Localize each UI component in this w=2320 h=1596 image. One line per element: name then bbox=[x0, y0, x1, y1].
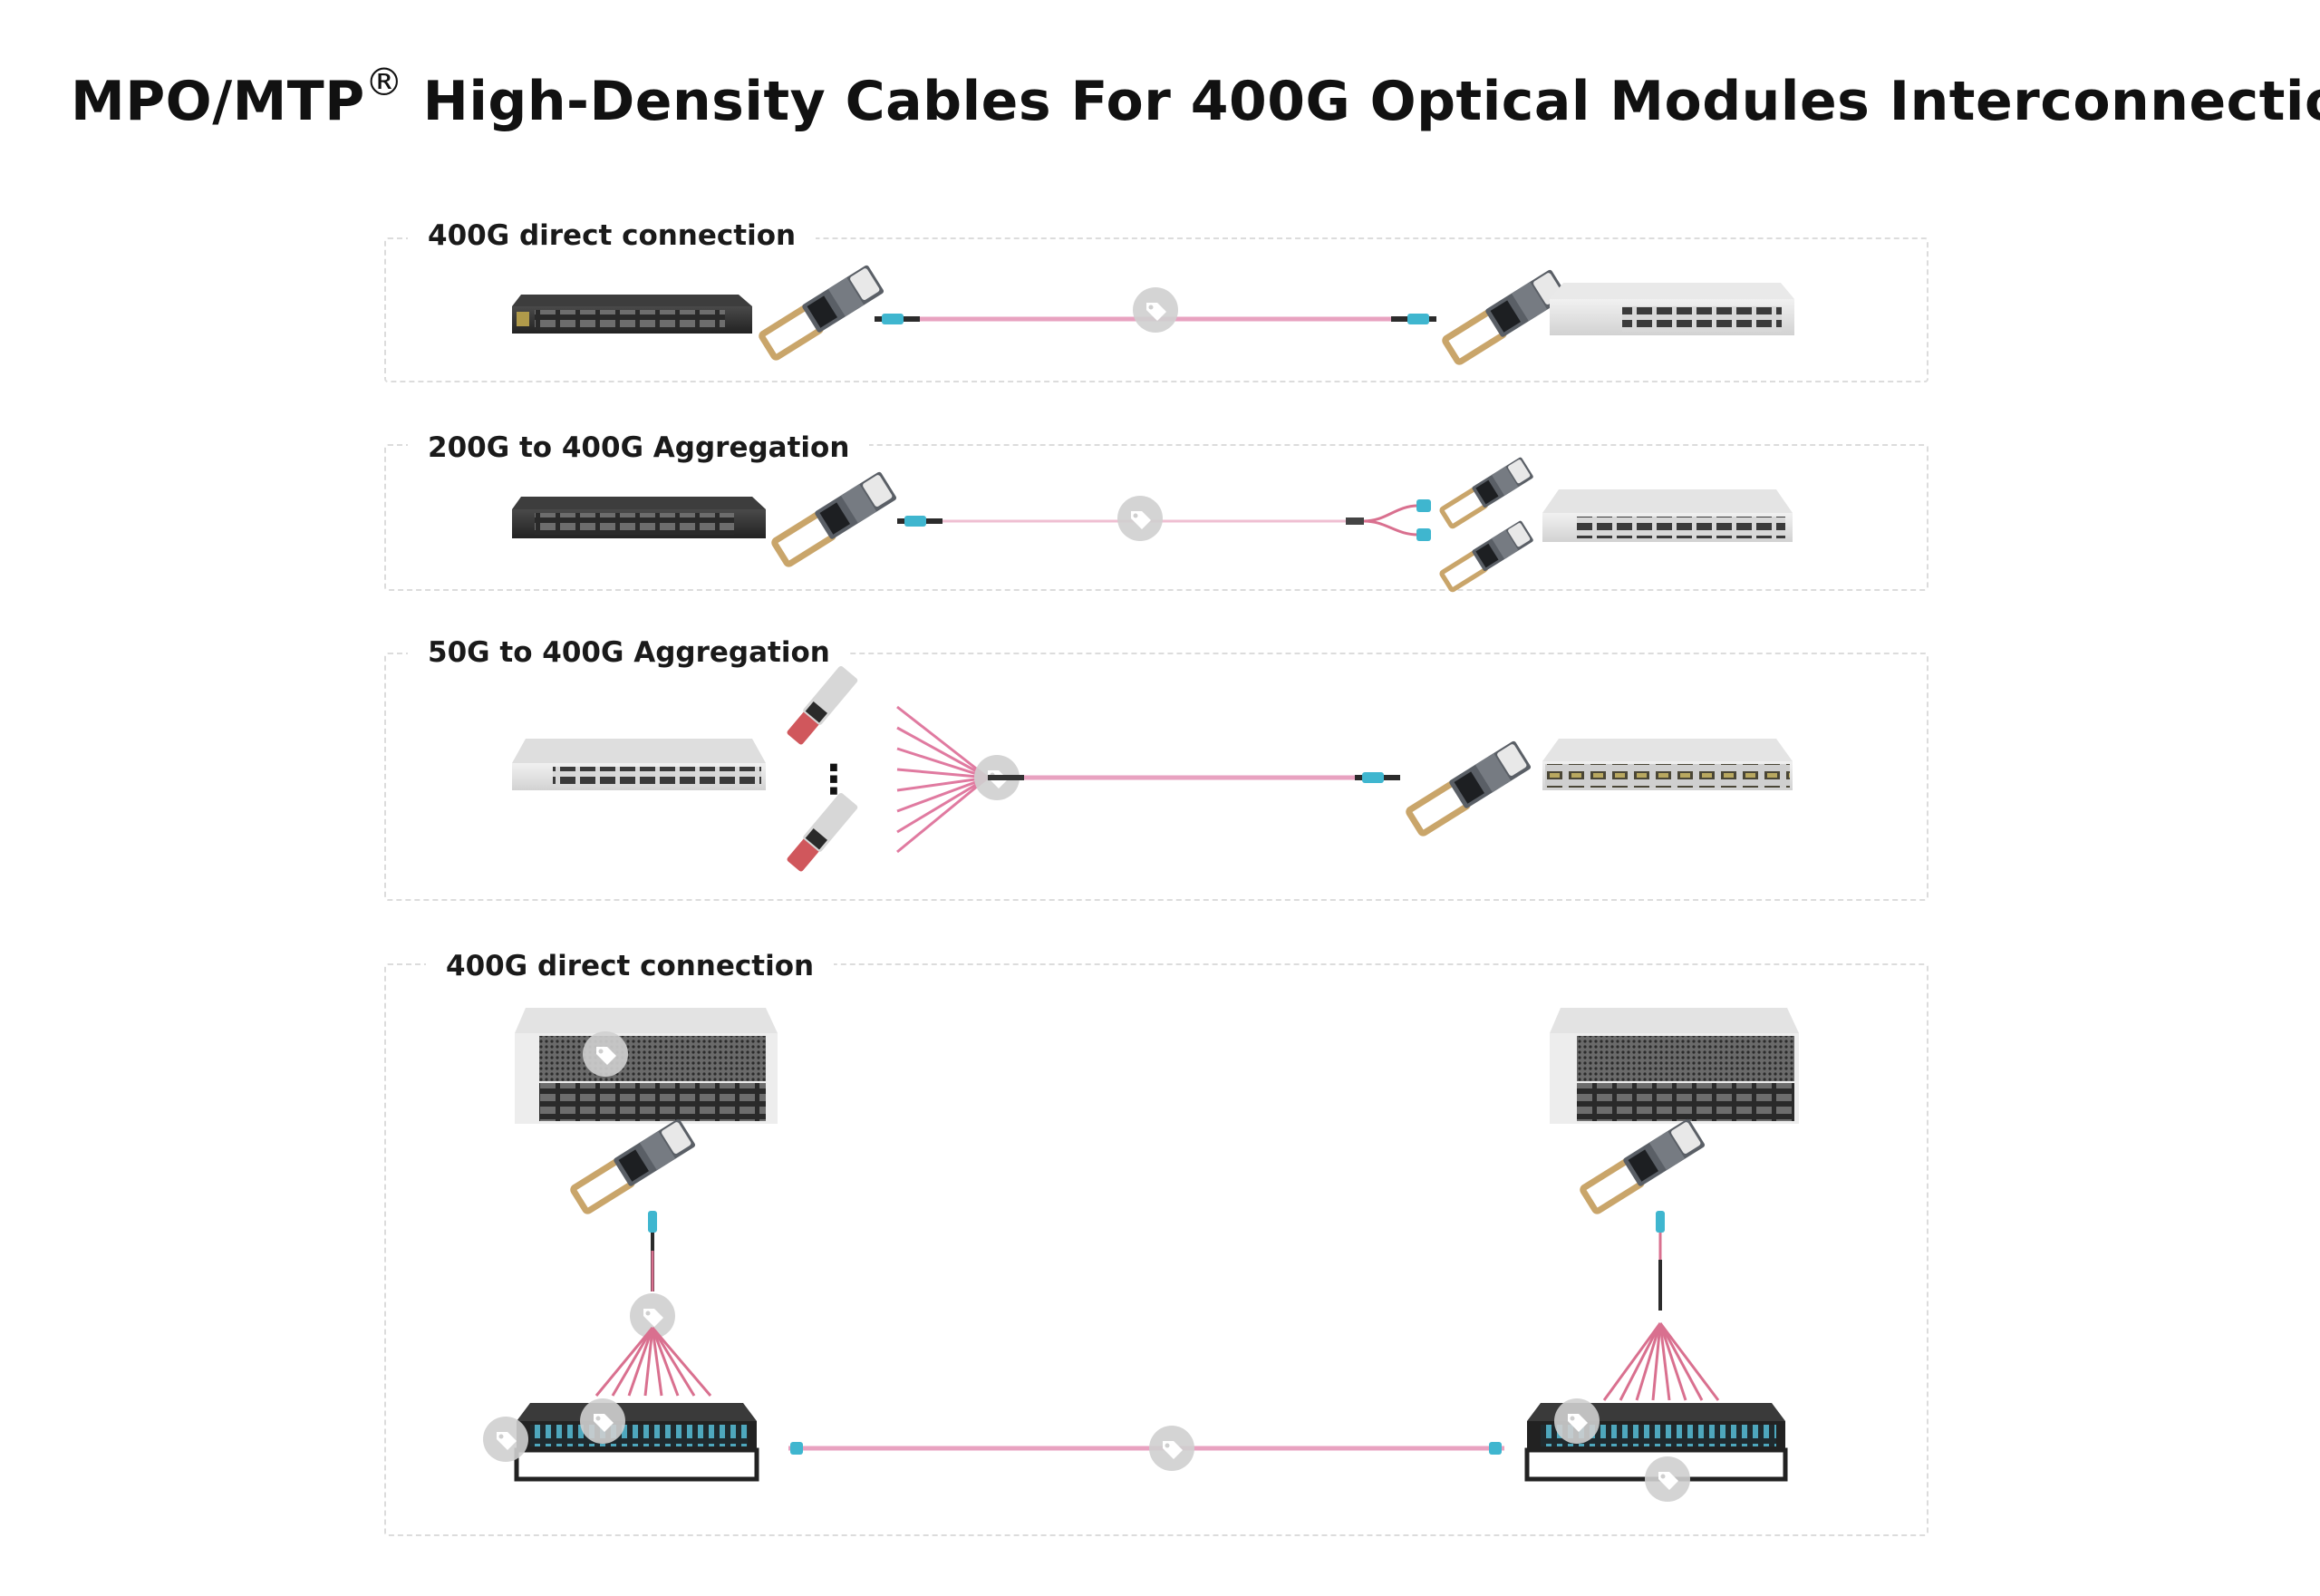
title-rest: High-Density Cables For 400G Optical Mod… bbox=[403, 70, 2320, 133]
mpo-connector-icon bbox=[1355, 772, 1400, 783]
panel-1-diagram bbox=[512, 265, 1794, 364]
fiber-leg bbox=[1658, 1322, 1687, 1401]
qsfp-module-icon bbox=[1580, 1118, 1706, 1214]
switch-light-icon bbox=[512, 739, 766, 790]
sfp-module-icon bbox=[784, 791, 859, 874]
fiber-leg bbox=[896, 768, 989, 779]
fiber-leg bbox=[1602, 1322, 1662, 1401]
fiber-leg bbox=[1619, 1322, 1662, 1401]
fiber-leg bbox=[896, 776, 989, 813]
fiber-leg bbox=[643, 1327, 654, 1397]
fiber-leg bbox=[611, 1327, 654, 1397]
panel-200g-aggregation bbox=[384, 444, 1928, 591]
panel-label: 50G to 400G Aggregation bbox=[408, 636, 850, 669]
fiber-leg bbox=[896, 747, 989, 779]
fiber-leg bbox=[896, 776, 989, 854]
fiber-leg bbox=[651, 1327, 680, 1397]
mpo-connector-icon bbox=[1391, 314, 1436, 324]
panel-label: 400G direct connection bbox=[426, 950, 835, 982]
chassis-switch-icon bbox=[1550, 1008, 1799, 1124]
fiber-leg bbox=[627, 1327, 654, 1397]
fiber-leg bbox=[1635, 1322, 1662, 1401]
tag-icon bbox=[1117, 496, 1163, 541]
fiber-leg bbox=[896, 776, 989, 834]
fiber-leg bbox=[896, 776, 989, 792]
tag-icon bbox=[483, 1417, 528, 1462]
tag-icon bbox=[1149, 1426, 1194, 1471]
qsfp-module-icon bbox=[1406, 740, 1532, 836]
tag-icon bbox=[580, 1398, 625, 1444]
fiber-leg bbox=[651, 1327, 663, 1397]
fanout-boot bbox=[988, 775, 1024, 780]
registered-mark: ® bbox=[364, 60, 404, 104]
panel-400g-direct-2 bbox=[384, 963, 1928, 1536]
panel-50g-aggregation bbox=[384, 653, 1928, 901]
switch-light-icon bbox=[1542, 739, 1793, 790]
mpo-connector-icon bbox=[897, 516, 942, 527]
panel-3-diagram: ⋮ bbox=[512, 664, 1793, 874]
fiber-leg bbox=[896, 705, 989, 779]
qsfp-module-icon bbox=[1443, 269, 1569, 364]
ellipsis-icon: ⋮ bbox=[814, 757, 854, 803]
tag-icon bbox=[1133, 287, 1178, 333]
mpo-connector-icon bbox=[648, 1211, 657, 1233]
fiber-leg bbox=[651, 1327, 712, 1397]
switch-light-icon bbox=[1542, 489, 1793, 542]
tag-icon bbox=[1554, 1398, 1600, 1444]
panel-2-diagram bbox=[512, 457, 1793, 592]
mpo-patch-panel-icon bbox=[514, 1403, 759, 1482]
mpo-connector-icon bbox=[1656, 1211, 1665, 1233]
panel-400g-direct-1 bbox=[384, 237, 1928, 382]
fiber-leg bbox=[1651, 1322, 1662, 1401]
tag-icon bbox=[1645, 1456, 1690, 1502]
page-title: MPO/MTP® High-Density Cables For 400G Op… bbox=[71, 60, 2320, 133]
fiber-leg bbox=[1658, 1322, 1671, 1401]
switch-light-icon bbox=[1550, 283, 1794, 335]
panel-label: 200G to 400G Aggregation bbox=[408, 431, 870, 464]
tag-icon bbox=[583, 1031, 628, 1077]
panel-label: 400G direct connection bbox=[408, 219, 817, 252]
title-main: MPO/MTP bbox=[71, 70, 365, 133]
breakout-split-icon bbox=[1346, 517, 1364, 525]
qsfp-module-icon bbox=[1440, 520, 1534, 592]
fiber-leg bbox=[594, 1327, 654, 1397]
fiber-leg bbox=[651, 1327, 696, 1397]
qsfp-module-icon bbox=[772, 471, 898, 566]
mpo-connector-icon bbox=[1416, 499, 1431, 512]
chassis-switch-icon bbox=[515, 1008, 778, 1124]
mpo-connector-icon bbox=[790, 1442, 803, 1455]
qsfp-module-icon bbox=[759, 265, 885, 360]
mpo-connector-icon bbox=[1489, 1442, 1502, 1455]
lc-fanout-legs bbox=[594, 1327, 712, 1397]
mpo-connector-icon bbox=[1416, 528, 1431, 541]
qsfp-module-icon bbox=[571, 1118, 697, 1214]
fiber-leg bbox=[1658, 1322, 1720, 1401]
lc-fanout-legs bbox=[1602, 1322, 1720, 1401]
breakout-legs bbox=[1363, 504, 1419, 537]
mpo-connector-icon bbox=[875, 314, 920, 324]
panel-4-diagram bbox=[483, 1008, 1799, 1502]
switch-dark-icon bbox=[512, 295, 752, 334]
fiber-leg bbox=[1658, 1322, 1704, 1401]
sfp-module-icon bbox=[784, 664, 859, 747]
qsfp-module-icon bbox=[1440, 457, 1534, 528]
fiber-leg bbox=[896, 726, 989, 779]
lc-fanout-legs bbox=[896, 705, 989, 854]
switch-dark-icon bbox=[512, 497, 766, 538]
